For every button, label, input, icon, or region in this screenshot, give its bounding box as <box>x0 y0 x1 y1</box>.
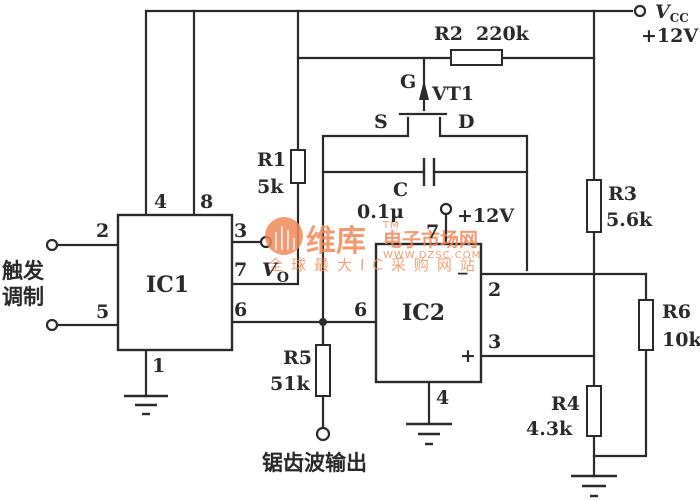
r6-value: 10k <box>662 329 700 351</box>
r3-value: 5.6k <box>606 209 653 231</box>
r3-name: R3 <box>608 183 637 205</box>
r1-bottom-wire <box>230 180 300 286</box>
trigger-terminal-2 <box>45 318 59 332</box>
resistor-r3 <box>586 179 602 233</box>
vo-label: VO <box>262 259 289 286</box>
trigger-label-line1: 触发 <box>2 259 45 283</box>
vcc-label: VCC <box>655 1 689 25</box>
r6-bottom-wire <box>592 348 648 458</box>
ic1-name: IC1 <box>146 272 189 298</box>
r1-name: R1 <box>257 149 286 171</box>
ic2-pin-7: 7 <box>426 221 439 243</box>
ground-icon <box>571 474 617 498</box>
vcc-terminal <box>633 4 647 18</box>
ic1-pin-2: 2 <box>96 220 109 242</box>
r2-name: R2 <box>434 23 463 45</box>
timing-node-wire <box>321 116 410 347</box>
ic2-minus-label: _ <box>458 253 468 275</box>
resistor-r5 <box>315 344 331 397</box>
ic2-name: IC2 <box>402 300 445 326</box>
watermark-logo-icon <box>265 217 303 255</box>
watermark-tm: TM <box>382 220 400 231</box>
vcc-rail <box>144 9 634 217</box>
ic2-plus-label: + <box>460 345 476 367</box>
r1-value: 5k <box>257 176 284 198</box>
r4-value: 4.3k <box>526 418 573 440</box>
r4-name: R4 <box>551 393 580 415</box>
r5-value: 51k <box>270 373 310 395</box>
ic1-pin-8: 8 <box>200 191 213 213</box>
vt1-gate-label: G <box>400 71 416 93</box>
vt1-drain-label: D <box>458 111 474 133</box>
vcc-value: +12V <box>641 25 699 47</box>
wires <box>54 9 648 478</box>
ic2-supply-label: +12V <box>457 205 515 227</box>
r2-value: 220k <box>476 23 530 45</box>
ic1-pin-6: 6 <box>234 299 247 321</box>
resistor-r1 <box>290 149 306 184</box>
watermark-tagline: 电子市场网 <box>383 228 478 251</box>
ic1-pin-7: 7 <box>234 259 247 281</box>
ic2-pin-4: 4 <box>436 387 449 409</box>
r5-name: R5 <box>283 347 312 369</box>
watermark-brand: 维库 <box>306 224 366 259</box>
c-value: 0.1μ <box>357 201 404 223</box>
junction-dot <box>319 318 327 326</box>
vt1-name: VT1 <box>431 83 474 105</box>
ic1-pin-3: 3 <box>234 220 247 242</box>
ic1-box <box>116 213 234 352</box>
watermark: 维库 TM 电子市场网 WWW.DZSC.COM 全球最大IC采购网站 <box>265 217 483 274</box>
resistor-r4 <box>586 385 602 437</box>
sawtooth-output-terminal <box>315 426 331 442</box>
trigger-label-line2: 调制 <box>2 285 44 309</box>
ground-icon <box>124 394 168 416</box>
ic2-pin-6: 6 <box>354 299 367 321</box>
vt1-source-label: S <box>374 111 388 133</box>
resistor-r2 <box>450 49 503 66</box>
ic2-supply-terminal <box>439 202 453 216</box>
resistor-r6 <box>638 299 654 351</box>
ic2-box <box>374 242 483 384</box>
ground-icon <box>406 422 452 446</box>
capacitor-c <box>422 158 436 186</box>
trigger-terminal-1 <box>45 238 59 252</box>
vt1-gate-arrow-icon <box>419 80 429 100</box>
ic1-pin-1: 1 <box>152 355 165 377</box>
drain-wire <box>438 116 529 272</box>
c-name: C <box>393 179 408 201</box>
watermark-slogan: 全球最大IC采购网站 <box>268 256 483 274</box>
sawtooth-output-label: 锯齿波输出 <box>262 451 367 475</box>
ic1-pin-4: 4 <box>154 191 167 213</box>
ic1-pin-5: 5 <box>96 301 109 323</box>
ic2-pin-2: 2 <box>488 279 501 301</box>
ic2-pin-3: 3 <box>488 331 501 353</box>
watermark-url: WWW.DZSC.COM <box>383 250 481 261</box>
r6-name: R6 <box>662 301 691 323</box>
